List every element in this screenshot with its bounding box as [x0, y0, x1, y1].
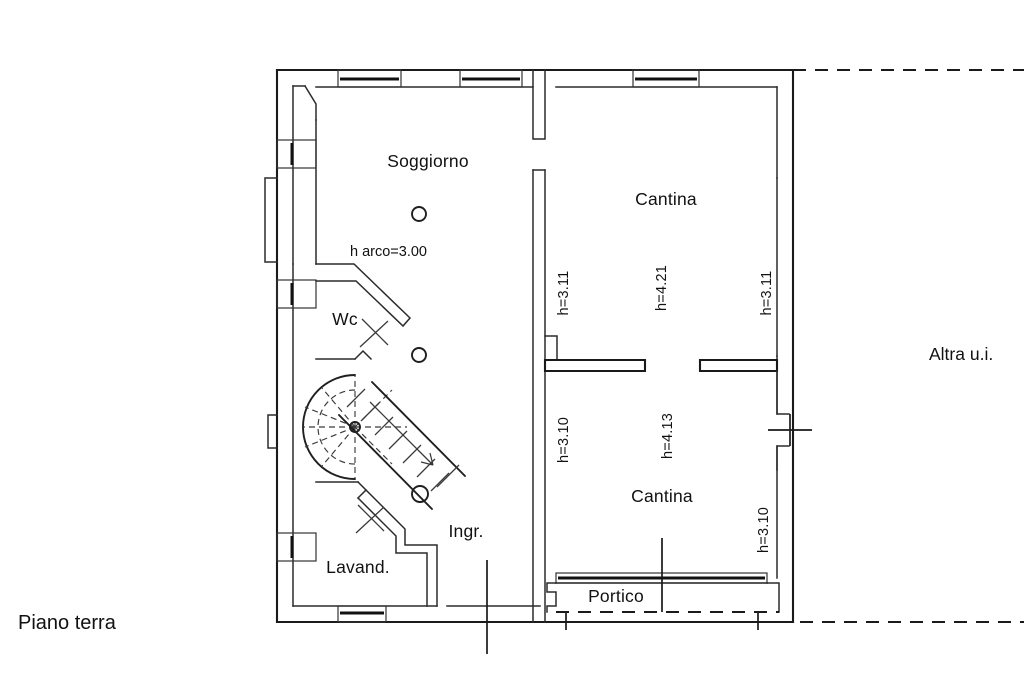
- room-label-soggiorno: Soggiorno: [387, 151, 469, 171]
- cross-marker-right-wall: [768, 414, 812, 446]
- window-bottom-lavanderia: [337, 605, 387, 623]
- openings-bottom-wall: [337, 605, 387, 623]
- portico-left-jamb: [546, 582, 557, 613]
- wall-cantina-divider-right: [698, 358, 779, 373]
- label-altra-ui: Altra u.i.: [929, 344, 993, 364]
- text-labels: Soggiorno Wc Ingr. Lavand. Cantina Canti…: [18, 151, 993, 634]
- annotation-h-arco: h arco=3.00: [350, 244, 427, 260]
- annotation-h-cantina-nord-center: h=4.21: [654, 265, 670, 311]
- stair-circular-part: [302, 374, 407, 480]
- ceiling-symbols: [411, 206, 427, 363]
- stair-bottom-newel: [411, 485, 429, 503]
- wall-central-divider: [532, 69, 546, 623]
- stair-end-rail: [436, 464, 460, 488]
- wall-cantina-north-left-jog: [544, 335, 558, 361]
- exterior-walls: [275, 68, 795, 624]
- ceiling-symbol-soggiorno: [411, 206, 427, 222]
- bay-projection-left: [264, 177, 278, 263]
- wall-cantina-right-recess-upper: [776, 370, 790, 415]
- lavanderia-door-arc: [355, 506, 385, 534]
- wc-door-arc: [359, 320, 389, 348]
- portico-right-jamb: [766, 582, 780, 613]
- exterior-wall-inner-faces: [292, 84, 778, 607]
- section-tick-marks: [486, 538, 663, 654]
- wall-cantina-divider-left: [543, 358, 647, 373]
- windows-top-wall: [337, 69, 700, 88]
- openings-left-wall: [264, 139, 317, 562]
- window-left-soggiorno: [276, 139, 317, 169]
- stair-arrow-head: [420, 452, 434, 466]
- stair-straight-flight: [338, 381, 466, 510]
- wall-stub-top-center: [532, 69, 546, 140]
- room-label-lavanderia: Lavand.: [326, 557, 390, 577]
- wall-lavanderia-east: [364, 488, 438, 607]
- wall-wc-south-jog: [353, 349, 373, 361]
- wc-door: [359, 318, 389, 348]
- wall-soggiorno-chamfer: [303, 84, 317, 121]
- annotation-h-cantina-sud-left: h=3.10: [556, 417, 572, 463]
- wall-wc-angled: [315, 263, 412, 328]
- lavanderia-door-leaf: [357, 504, 385, 532]
- window-soggiorno-1: [337, 69, 402, 88]
- wc-door-leaf: [361, 318, 389, 346]
- window-left-wc: [276, 279, 317, 309]
- annotation-h-cantina-nord-left: h=3.11: [556, 271, 572, 316]
- lavanderia-door: [355, 504, 385, 534]
- wall-lavanderia-east-inner: [356, 496, 428, 607]
- room-label-cantina-sud: Cantina: [631, 486, 693, 506]
- ceiling-symbol-ingresso: [411, 347, 427, 363]
- lavanderia-room: [315, 480, 438, 607]
- stair-flight-lower-edge: [338, 414, 433, 510]
- wall-cantina-right-recess-lower: [776, 445, 790, 471]
- wall-lavanderia-north-jog: [356, 480, 368, 500]
- cantina-internal-walls: [543, 335, 812, 471]
- stair-inner-arc: [317, 389, 356, 465]
- annotation-h-cantina-sud-right: h=3.10: [756, 507, 772, 553]
- room-label-portico: Portico: [588, 586, 644, 606]
- room-label-ingresso: Ingr.: [448, 521, 483, 541]
- page-title: Piano terra: [18, 612, 117, 634]
- room-label-wc: Wc: [332, 309, 358, 329]
- window-cantina-top: [632, 69, 700, 88]
- annotation-h-cantina-nord-right: h=3.11: [759, 271, 775, 316]
- wc-room: [315, 263, 412, 361]
- window-left-lavanderia: [276, 532, 317, 562]
- bay-projection-left-lower: [267, 414, 278, 449]
- room-label-cantina-nord: Cantina: [635, 189, 697, 209]
- stair-flight-upper-edge: [371, 381, 466, 477]
- spiral-staircase: [302, 374, 466, 510]
- annotation-h-cantina-sud-center: h=4.13: [660, 413, 676, 459]
- stair-direction-line: [369, 401, 434, 466]
- window-soggiorno-2: [459, 69, 523, 88]
